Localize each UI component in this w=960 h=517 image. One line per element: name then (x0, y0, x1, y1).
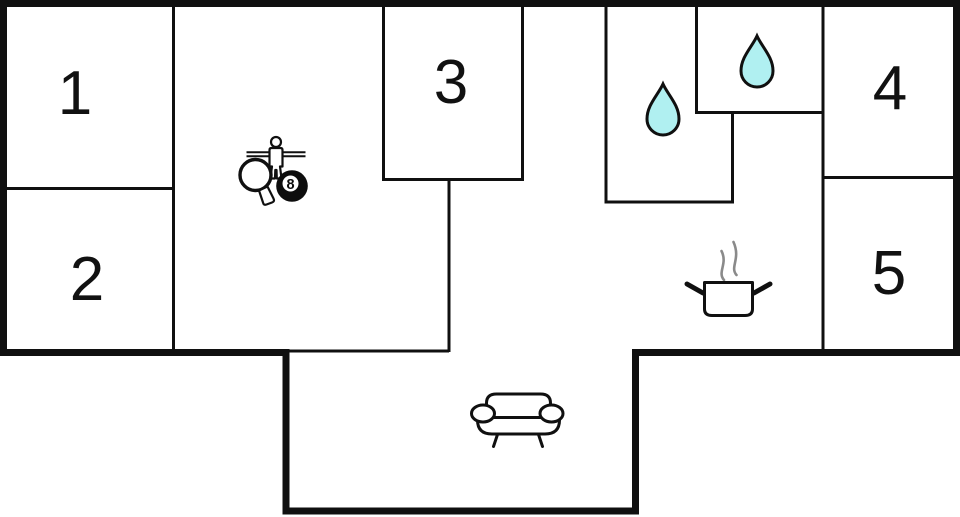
steam-icon (720, 240, 738, 282)
room-5-label: 5 (872, 239, 906, 308)
eight-ball-icon: 8 (276, 170, 308, 202)
sofa-icon (470, 392, 565, 448)
room-2-label: 2 (70, 245, 104, 314)
cooking-pot-icon (684, 281, 773, 317)
room-4-label: 4 (873, 54, 907, 123)
bathroom-icons (645, 32, 775, 137)
wall-bathroom1 (604, 7, 734, 204)
table-tennis-paddle-icon (238, 157, 276, 206)
room-labels: 1 2 3 4 5 (58, 48, 907, 314)
kitchen-icons (684, 240, 773, 317)
water-drop-icon (739, 32, 775, 89)
eight-ball-number: 8 (286, 177, 294, 193)
wall-room3 (382, 7, 524, 181)
wall-bathroom2 (695, 7, 823, 114)
room-3-label: 3 (434, 48, 468, 117)
game-room-icons: 8 (238, 135, 308, 206)
room-1-label: 1 (58, 59, 92, 128)
water-drop-icon (645, 80, 681, 137)
foosball-player-icon (246, 135, 306, 180)
